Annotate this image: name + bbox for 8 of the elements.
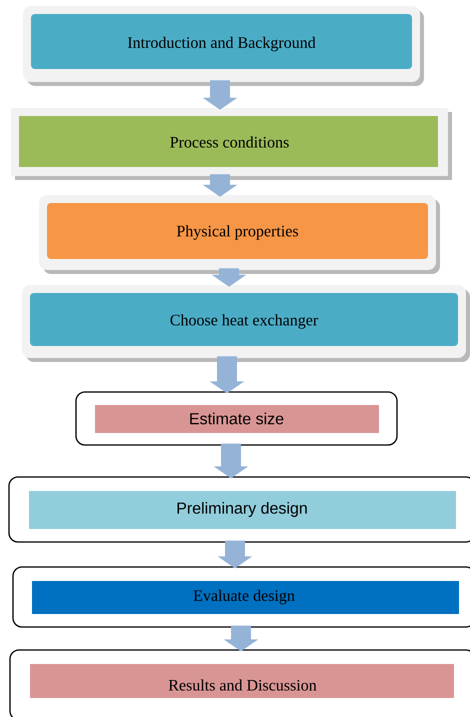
- process-box: Introduction and Background: [23, 6, 424, 86]
- process-box: Choose heat exchanger: [22, 285, 470, 362]
- process-box: Results and Discussion: [9, 649, 470, 717]
- process-box: Preliminary design: [8, 476, 470, 543]
- process-box: Evaluate design: [12, 566, 470, 628]
- process-box: Estimate size: [75, 391, 398, 446]
- process-box: Process conditions: [11, 108, 452, 180]
- process-box: Physical properties: [39, 195, 440, 274]
